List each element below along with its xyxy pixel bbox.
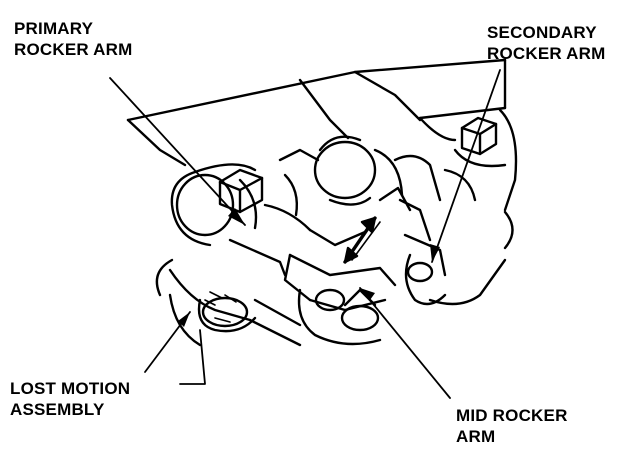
lost-motion-assembly-label: LOST MOTION ASSEMBLY bbox=[10, 378, 130, 420]
primary-leader-line bbox=[109, 77, 246, 226]
leader-lines bbox=[109, 69, 501, 399]
lost-motion-label-line2: ASSEMBLY bbox=[10, 400, 105, 419]
motion-arrow-shape bbox=[343, 216, 381, 264]
primary-rocker-arm-shape bbox=[155, 163, 287, 297]
mid-label-line1: MID ROCKER bbox=[456, 406, 568, 425]
leader-arrowheads bbox=[178, 208, 440, 327]
secondary-rocker-arm-shape bbox=[378, 154, 477, 306]
lost-motion-spring-hatching bbox=[204, 291, 237, 323]
mid-label-line2: ARM bbox=[456, 427, 496, 446]
cylinder-head-outline bbox=[168, 258, 507, 347]
rocker-shaft-housing bbox=[126, 58, 518, 250]
right-bolt-shape bbox=[453, 116, 507, 168]
primary-rocker-arm-label: PRIMARY ROCKER ARM bbox=[14, 18, 132, 60]
secondary-rocker-arm-label: SECONDARY ROCKER ARM bbox=[487, 22, 605, 64]
cam-lobe-shapes bbox=[263, 135, 404, 247]
mid-leader-line bbox=[359, 287, 451, 399]
secondary-label-line2: ROCKER ARM bbox=[487, 44, 606, 63]
mid-rocker-arm-label: MID ROCKER ARM bbox=[456, 405, 568, 447]
primary-label-line2: ROCKER ARM bbox=[14, 40, 133, 59]
lost-motion-label-line1: LOST MOTION bbox=[10, 379, 131, 398]
left-bolt-shape bbox=[218, 168, 264, 214]
mid-rocker-arm-shape bbox=[283, 253, 397, 346]
lost-motion-leader-tail bbox=[179, 329, 206, 385]
secondary-leader-line bbox=[431, 69, 501, 263]
primary-label-line1: PRIMARY bbox=[14, 19, 94, 38]
secondary-label-line1: SECONDARY bbox=[487, 23, 597, 42]
